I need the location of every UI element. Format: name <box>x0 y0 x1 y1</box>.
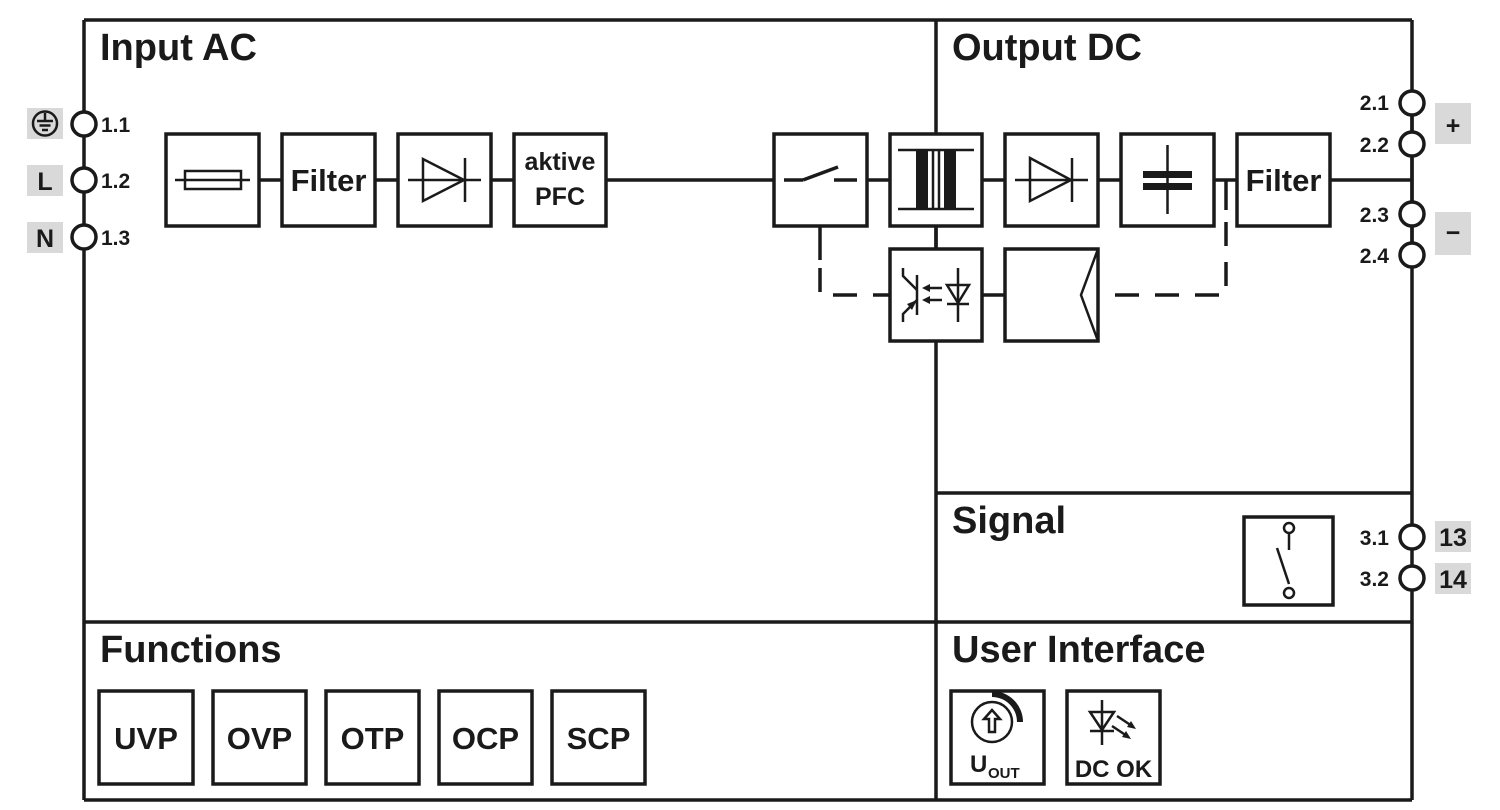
input-filter-block[interactable]: Filter <box>280 132 377 228</box>
switch-icon <box>784 165 857 182</box>
function-otp[interactable]: OTP <box>324 689 421 786</box>
terminal-label: 2.3 <box>1360 204 1389 227</box>
amplifier-block[interactable] <box>1003 247 1100 343</box>
diode-icon <box>1015 155 1088 204</box>
function-label: OVP <box>227 721 292 756</box>
terminal-label: 1.2 <box>101 170 130 193</box>
terminal-label: 1.1 <box>101 114 131 137</box>
tag-text: 14 <box>1439 566 1467 594</box>
function-label: OTP <box>341 721 405 756</box>
function-uvp[interactable]: UVP <box>97 689 195 786</box>
tag-text: 13 <box>1439 524 1467 552</box>
section-title-user-interface: User Interface <box>952 629 1205 671</box>
pfc-block[interactable]: aktive PFC <box>512 132 608 228</box>
tag-14 <box>1435 563 1471 594</box>
terminal-2-2[interactable] <box>1398 130 1426 158</box>
terminal-1-2[interactable] <box>70 166 98 194</box>
uout-label-main: U <box>970 751 987 778</box>
input-terminals: 1.1 L 1.2 N 1.3 <box>27 108 131 253</box>
fuse-block[interactable] <box>164 132 261 228</box>
signal-terminals: 3.1 3.2 13 14 <box>1360 521 1471 594</box>
tag-negative <box>1435 212 1471 255</box>
function-label: SCP <box>567 721 631 756</box>
feedback-paths <box>818 180 1228 297</box>
terminal-label: 3.2 <box>1360 568 1389 591</box>
dc-ok-led[interactable]: DC OK <box>1065 689 1162 786</box>
positive-label: + <box>1446 112 1461 140</box>
section-title-functions: Functions <box>100 629 282 671</box>
transformer-block[interactable] <box>888 132 984 228</box>
output-filter-block[interactable]: Filter <box>1235 132 1332 228</box>
output-rectifier-block[interactable] <box>1003 132 1100 228</box>
dc-ok-label: DC OK <box>1075 756 1153 783</box>
terminal-3-1[interactable] <box>1398 523 1426 551</box>
optocoupler-icon <box>901 268 972 322</box>
function-label: UVP <box>114 721 178 756</box>
functions-list: UVP OVP OTP OCP SCP <box>97 689 647 786</box>
led-icon <box>1087 700 1136 745</box>
input-filter-label: Filter <box>291 163 367 198</box>
terminal-2-3[interactable] <box>1398 200 1426 228</box>
output-terminals: 2.1 2.2 2.3 2.4 + − <box>1360 89 1471 269</box>
terminal-3-2[interactable] <box>1398 564 1426 592</box>
capacitor-icon <box>1143 145 1192 214</box>
terminal-1-3[interactable] <box>70 223 98 251</box>
section-title-signal: Signal <box>952 500 1066 542</box>
pfc-label-line1: aktive <box>525 148 596 176</box>
amplifier-icon <box>1079 248 1100 342</box>
terminal-label: 3.1 <box>1360 527 1390 550</box>
tag-positive <box>1435 103 1471 144</box>
tag-text: N <box>36 225 54 253</box>
tag-neutral <box>27 222 63 253</box>
relay-block[interactable] <box>1242 515 1335 607</box>
function-scp[interactable]: SCP <box>550 689 647 786</box>
terminal-2-4[interactable] <box>1398 241 1426 269</box>
rectifier-block[interactable] <box>396 132 493 228</box>
pfc-label-line2: PFC <box>535 183 585 211</box>
output-filter-label: Filter <box>1246 163 1322 198</box>
terminal-label: 1.3 <box>101 227 130 250</box>
protective-earth-icon <box>31 110 59 137</box>
function-label: OCP <box>452 721 519 756</box>
negative-label: − <box>1446 219 1461 247</box>
section-title-input: Input AC <box>100 27 257 69</box>
uout-potentiometer[interactable]: U OUT <box>949 689 1046 786</box>
potentiometer-icon <box>970 691 1023 744</box>
capacitor-block[interactable] <box>1119 132 1216 228</box>
relay-contact-icon <box>1275 521 1296 600</box>
transformer-icon <box>898 148 974 211</box>
tag-line <box>27 165 63 196</box>
function-ocp[interactable]: OCP <box>437 689 534 786</box>
optocoupler-block[interactable] <box>888 247 984 343</box>
terminal-2-1[interactable] <box>1398 89 1426 117</box>
terminal-1-1[interactable] <box>70 110 98 138</box>
section-title-output: Output DC <box>952 27 1142 69</box>
switch-block[interactable] <box>772 132 869 228</box>
uout-label-sub: OUT <box>988 765 1020 782</box>
tag-13 <box>1435 521 1471 552</box>
terminal-label: 2.4 <box>1360 245 1390 268</box>
terminal-label: 2.2 <box>1360 134 1389 157</box>
function-ovp[interactable]: OVP <box>211 689 308 786</box>
fuse-icon <box>175 169 250 191</box>
terminal-label: 2.1 <box>1360 92 1390 115</box>
tag-text: L <box>37 168 52 196</box>
diode-icon <box>408 156 481 204</box>
